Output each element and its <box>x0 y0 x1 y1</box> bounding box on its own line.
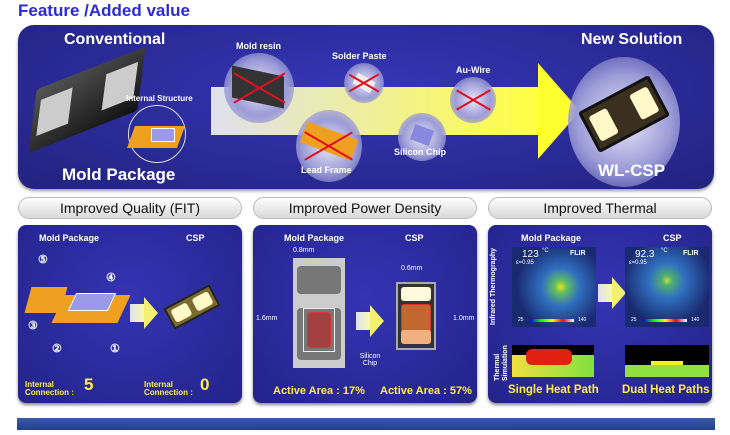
solder-paste-item <box>344 63 384 103</box>
page-title: Feature /Added value <box>18 1 190 20</box>
infrared-thermography-label: Infrared Thermography <box>490 247 497 325</box>
csp-active-area: Active Area : 57% <box>380 385 472 397</box>
wl-csp-caption: WL-CSP <box>598 161 666 180</box>
csp-width-label: 0.6mm <box>401 265 423 272</box>
internal-structure-label: Internal Structure <box>126 94 193 103</box>
arrow-icon <box>130 297 158 329</box>
mold-package-xray <box>293 258 345 368</box>
arrow-icon <box>356 305 384 337</box>
csp-layout <box>396 282 436 350</box>
overview-banner: Conventional Internal Structure Mold Pac… <box>18 25 714 189</box>
mold-thermal-simulation <box>512 345 594 377</box>
emissivity-label: ε=0.95 <box>629 260 647 266</box>
mold-package-label: Mold Package <box>39 233 100 243</box>
section-header-quality: Improved Quality (FIT) <box>18 197 242 219</box>
new-solution-heading: New Solution <box>581 31 683 48</box>
mold-structure-image <box>24 287 131 327</box>
conventional-heading: Conventional <box>64 31 166 48</box>
csp-label: CSP <box>405 233 424 243</box>
wl-csp-item <box>568 57 680 187</box>
mold-package-label: Mold Package <box>284 233 345 243</box>
thermal-panel: Mold Package CSP Infrared Thermography T… <box>488 225 712 403</box>
flir-logo: FLIR <box>570 250 586 257</box>
marker-4: ④ <box>106 272 116 284</box>
mold-resin-item <box>224 53 294 123</box>
section-header-power-density: Improved Power Density <box>253 197 477 219</box>
dual-heat-paths-label: Dual Heat Paths <box>622 384 710 396</box>
internal-connection-label: Internal Connection : <box>25 380 74 397</box>
scale-min: 25 <box>518 317 524 323</box>
quality-panel: Mold Package CSP ⑤ ④ ③ ② ① Internal Conn… <box>18 225 242 403</box>
lead-frame-item <box>296 110 362 182</box>
solder-paste-label: Solder Paste <box>332 51 387 61</box>
mold-width-label: 0.8mm <box>293 247 315 254</box>
au-wire-label: Au-Wire <box>456 65 491 75</box>
internal-structure-image <box>126 105 186 163</box>
mold-temperature: 123 <box>522 249 539 260</box>
csp-thermal-image: 92.3 °C ε=0.95 FLIR 25 140 <box>625 247 709 327</box>
thermal-simulation-label: Thermal Simulation <box>494 345 509 381</box>
internal-connection-value-mold: 5 <box>84 375 94 394</box>
marker-1: ① <box>110 343 120 355</box>
csp-temperature: 92.3 <box>635 249 655 260</box>
mold-height-label: 1.6mm <box>256 315 278 322</box>
unit-label: °C <box>542 248 549 254</box>
silicon-chip-label: Silicon Chip <box>394 147 447 157</box>
power-density-panel: Mold Package CSP 0.8mm 1.6mm Silicon Chi… <box>253 225 477 403</box>
csp-label: CSP <box>663 233 682 243</box>
csp-height-label: 1.0mm <box>453 315 475 322</box>
csp-thermal-simulation <box>625 345 709 377</box>
csp-label: CSP <box>186 233 205 243</box>
arrow-icon <box>598 277 626 309</box>
marker-3: ③ <box>28 320 38 332</box>
mold-package-label: Mold Package <box>521 233 582 243</box>
csp-image <box>163 284 221 330</box>
marker-2: ② <box>52 343 62 355</box>
internal-connection-value-csp: 0 <box>200 375 210 394</box>
footer-bar <box>17 418 715 430</box>
mold-package-caption: Mold Package <box>62 165 176 184</box>
emissivity-label: ε=0.95 <box>516 260 534 266</box>
lead-frame-label: Lead Frame <box>301 165 352 175</box>
mold-active-area: Active Area : 17% <box>273 385 365 397</box>
mold-thermal-image: 123 °C ε=0.95 FLIR 25 140 <box>512 247 596 327</box>
internal-connection-label: Internal Connection : <box>144 380 193 397</box>
section-header-thermal: Improved Thermal <box>488 197 712 219</box>
flir-logo: FLIR <box>683 250 699 257</box>
scale-max: 140 <box>691 317 700 323</box>
marker-5: ⑤ <box>38 254 48 266</box>
scale-min: 25 <box>631 317 637 323</box>
au-wire-item <box>450 77 496 123</box>
single-heat-path-label: Single Heat Path <box>508 384 599 396</box>
silicon-chip-label: Silicon Chip <box>359 353 381 367</box>
mold-resin-label: Mold resin <box>236 41 282 51</box>
silicon-chip-item <box>398 113 446 161</box>
scale-max: 140 <box>578 317 587 323</box>
unit-label: °C <box>661 248 668 254</box>
